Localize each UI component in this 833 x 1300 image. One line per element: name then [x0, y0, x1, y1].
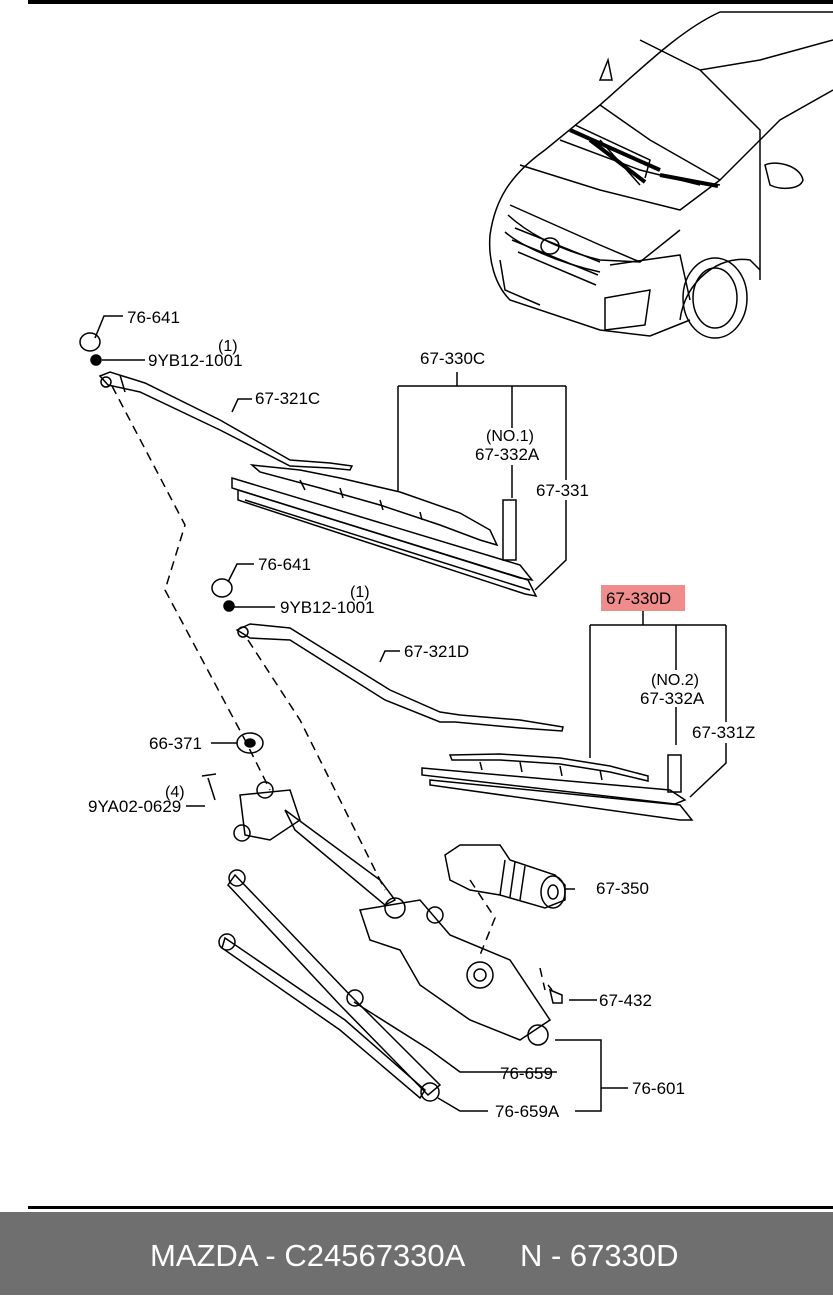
nut-upper	[90, 354, 102, 366]
footer-brand-part: MAZDA - C24567330A	[150, 1238, 466, 1273]
wiper-motor	[444, 844, 566, 909]
label-arm-driver: 67-321C	[255, 389, 320, 408]
label-arm-passenger: 67-321D	[404, 642, 469, 661]
footer-text: MAZDA - C24567330A N - 67330D	[0, 1212, 833, 1295]
label-blade-driver-rubber: 67-331	[536, 481, 589, 500]
label-blade-passenger-sub-note: (NO.2)	[651, 672, 699, 689]
wiper-parts-diagram: 76-641 (1) 9YB12-1001 67-321C 67-330C (N…	[28, 0, 833, 1209]
label-bolt-qty: (4)	[165, 784, 185, 801]
cap-upper	[79, 332, 101, 352]
label-blade-passenger-rubber: 67-331Z	[692, 723, 755, 742]
top-border	[28, 0, 833, 4]
footer-bar	[0, 1212, 833, 1295]
label-cap-lower: 76-641	[258, 555, 311, 574]
label-link-rod: 76-659	[500, 1064, 553, 1083]
label-motor: 67-350	[596, 879, 649, 898]
driver-wiper-arm	[98, 371, 354, 471]
car-wipers	[569, 128, 719, 188]
label-cap-upper: 76-641	[127, 308, 180, 327]
label-blade-driver: 67-330C	[420, 349, 485, 368]
cap-lower	[211, 578, 233, 598]
label-motor-bolt: 67-432	[599, 991, 652, 1010]
motor-bolt	[547, 984, 563, 1004]
label-nut-lower: 9YB12-1001	[280, 598, 375, 617]
footer-oem-number: N - 67330D	[520, 1238, 679, 1273]
label-blade-driver-sub-note: (NO.1)	[486, 428, 534, 445]
passenger-wiper-blade	[421, 753, 694, 821]
driver-wiper-blade	[231, 464, 538, 598]
assembly-dashed-lines	[111, 385, 546, 991]
label-pivot-cap: 66-371	[149, 734, 202, 753]
leader-lines	[94, 315, 727, 1112]
caps-and-nuts	[79, 332, 264, 754]
nut-lower	[223, 600, 235, 612]
label-nut-upper-qty: (1)	[218, 338, 238, 355]
label-nut-lower-qty: (1)	[350, 584, 370, 601]
label-blade-driver-sub: 67-332A	[475, 445, 540, 464]
passenger-wiper-arm	[235, 623, 564, 732]
label-blade-passenger: 67-330D	[606, 589, 671, 608]
label-nut-upper: 9YB12-1001	[148, 351, 243, 370]
car-illustration	[488, 11, 833, 339]
label-blade-passenger-sub: 67-332A	[640, 689, 705, 708]
bottom-border	[28, 1206, 833, 1209]
label-linkage-assembly: 76-601	[632, 1079, 685, 1098]
label-bolt: 9YA02-0629	[88, 797, 181, 816]
wiper-linkage	[201, 773, 552, 1102]
highlight-box	[601, 585, 685, 611]
label-link-rod-a: 76-659A	[495, 1102, 560, 1121]
